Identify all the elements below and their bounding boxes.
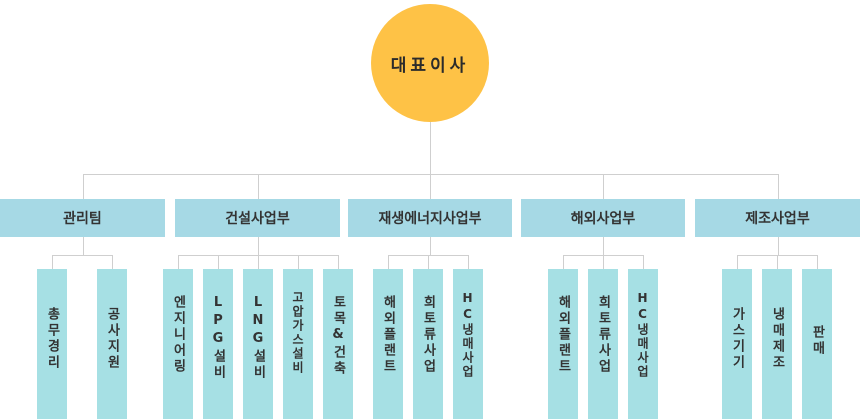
team-label: LNG설비 (250, 295, 266, 381)
team-drop-line (298, 255, 299, 269)
team-label: 해외플랜트 (380, 295, 396, 375)
team-drop-line (338, 255, 339, 269)
team-label: HC냉매사업 (635, 291, 650, 379)
team-drop-line (777, 255, 778, 269)
team-box: 판매 (802, 269, 832, 419)
team-label: HC냉매사업 (460, 291, 475, 379)
team-box: HC냉매사업 (453, 269, 483, 419)
department-label: 재생에너지사업부 (378, 211, 482, 227)
team-box: 희토류사업 (588, 269, 618, 419)
team-box: 엔지니어링 (163, 269, 193, 419)
team-drop-line (643, 255, 644, 269)
department-box: 제조사업부 (695, 199, 860, 237)
department-label: 해외사업부 (570, 211, 636, 227)
team-box: LNG설비 (243, 269, 273, 419)
team-connector (258, 237, 259, 255)
ceo-node: 대표이사 (371, 4, 489, 122)
team-trunk-line (178, 255, 339, 256)
team-box: HC냉매사업 (628, 269, 658, 419)
team-connector (778, 237, 779, 255)
team-trunk-line (737, 255, 818, 256)
team-drop-line (218, 255, 219, 269)
dept-trunk-line (83, 174, 779, 175)
dept-connector (778, 174, 779, 199)
team-box: 해외플랜트 (373, 269, 403, 419)
team-label: 판매 (809, 325, 825, 357)
team-box: 토목&건축 (323, 269, 353, 419)
team-drop-line (258, 255, 259, 269)
team-label: 고압가스설비 (290, 291, 305, 375)
team-drop-line (468, 255, 469, 269)
team-connector (83, 237, 84, 255)
team-drop-line (52, 255, 53, 269)
team-connector (603, 237, 604, 255)
team-drop-line (428, 255, 429, 269)
ceo-label: 대표이사 (390, 55, 470, 76)
department-label: 제조사업부 (745, 211, 810, 227)
team-label: 가스기기 (729, 307, 745, 371)
team-drop-line (178, 255, 179, 269)
dept-connector (258, 174, 259, 199)
team-box: 총무경리 (37, 269, 67, 419)
team-label: 해외플랜트 (555, 295, 571, 375)
team-drop-line (563, 255, 564, 269)
team-trunk-line (563, 255, 644, 256)
dept-connector (83, 174, 84, 199)
department-box: 해외사업부 (521, 199, 685, 237)
team-label: LPG설비 (210, 295, 226, 381)
team-label: 총무경리 (44, 307, 60, 371)
team-trunk-line (52, 255, 113, 256)
team-label: 희토류사업 (420, 295, 436, 375)
dept-connector (603, 174, 604, 199)
team-connector (430, 237, 431, 255)
team-box: 냉매제조 (762, 269, 792, 419)
team-box: 가스기기 (722, 269, 752, 419)
team-drop-line (112, 255, 113, 269)
team-box: LPG설비 (203, 269, 233, 419)
team-drop-line (388, 255, 389, 269)
team-trunk-line (388, 255, 469, 256)
team-label: 희토류사업 (595, 295, 611, 375)
team-drop-line (817, 255, 818, 269)
team-box: 희토류사업 (413, 269, 443, 419)
team-drop-line (737, 255, 738, 269)
department-label: 관리팀 (63, 211, 102, 227)
team-box: 해외플랜트 (548, 269, 578, 419)
dept-connector (430, 174, 431, 199)
department-label: 건설사업부 (225, 211, 290, 227)
team-box: 공사지원 (97, 269, 127, 419)
team-box: 고압가스설비 (283, 269, 313, 419)
ceo-connector (430, 122, 431, 174)
team-label: 토목&건축 (330, 295, 346, 377)
team-label: 냉매제조 (769, 307, 785, 371)
department-box: 관리팀 (0, 199, 165, 237)
team-drop-line (603, 255, 604, 269)
department-box: 재생에너지사업부 (348, 199, 512, 237)
team-label: 공사지원 (104, 307, 120, 371)
department-box: 건설사업부 (175, 199, 340, 237)
team-label: 엔지니어링 (170, 295, 186, 375)
